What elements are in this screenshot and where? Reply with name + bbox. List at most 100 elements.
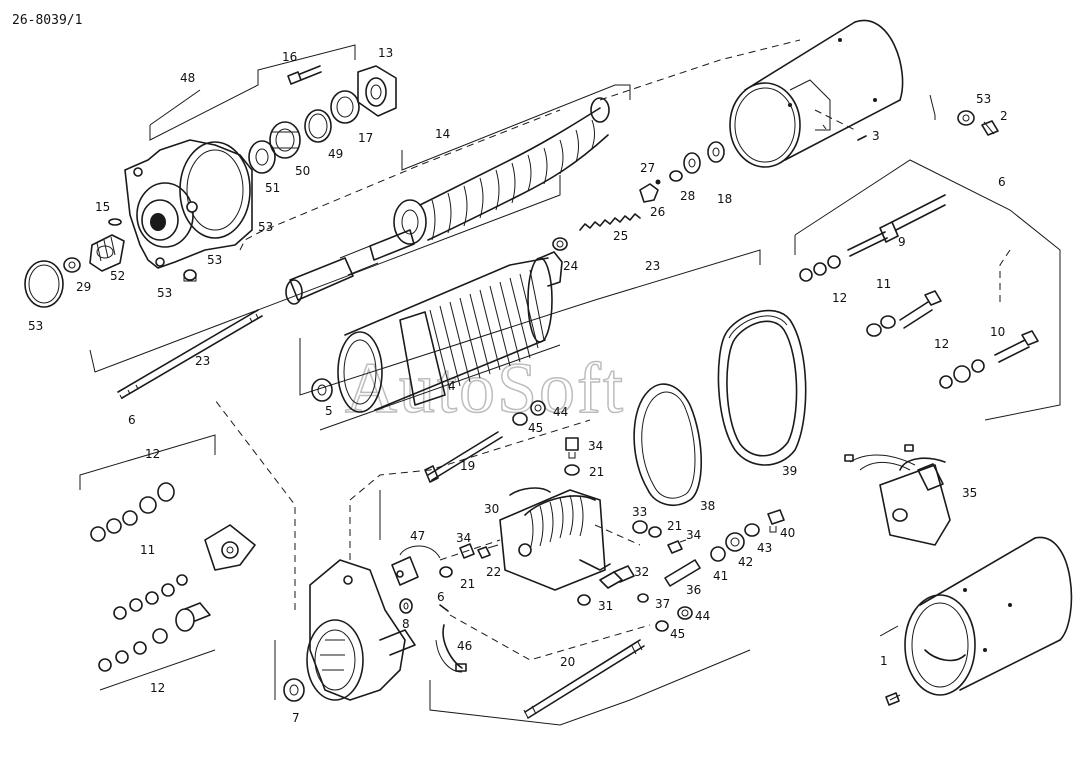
- assembly-guide-lines: [79, 39, 1061, 726]
- label-38: 38: [700, 499, 715, 513]
- wire-46: [435, 639, 463, 673]
- label-34: 34: [686, 528, 701, 542]
- bearing-5: [311, 378, 333, 402]
- label-13: 13: [378, 46, 393, 60]
- label-45: 45: [528, 421, 543, 435]
- bolt-16: [287, 65, 322, 85]
- label-12: 12: [145, 447, 160, 461]
- washers-12-right-upper: [799, 255, 841, 282]
- commutator-end-housing: [306, 559, 416, 701]
- label-19: 19: [460, 459, 475, 473]
- label-21: 21: [460, 577, 475, 591]
- nut-31: [577, 594, 591, 606]
- washer-45-lower: [655, 620, 669, 632]
- rod-19: [424, 431, 503, 483]
- pinion-52: [89, 234, 125, 272]
- screw-2: [981, 120, 999, 136]
- washer-21-left: [439, 566, 453, 578]
- label-22: 22: [486, 565, 501, 579]
- label-11: 11: [876, 277, 891, 291]
- label-31: 31: [598, 599, 613, 613]
- label-50: 50: [295, 164, 310, 178]
- label-48: 48: [180, 71, 195, 85]
- document-code: 26-8039/1: [12, 13, 82, 28]
- label-53: 53: [207, 253, 222, 267]
- label-53: 53: [258, 220, 273, 234]
- washer-41: [710, 546, 726, 562]
- label-26: 26: [650, 205, 665, 219]
- screw-22: [477, 544, 499, 559]
- pin-3: [857, 135, 867, 141]
- bearing-50: [269, 121, 301, 159]
- label-47: 47: [410, 529, 425, 543]
- label-53: 53: [157, 286, 172, 300]
- label-6: 6: [998, 175, 1006, 189]
- shaft-upper: [285, 229, 415, 305]
- label-29: 29: [76, 280, 91, 294]
- label-10: 10: [990, 325, 1005, 339]
- nut-44-upper: [530, 400, 546, 416]
- label-7: 7: [292, 711, 300, 725]
- washer-43: [744, 523, 760, 537]
- label-16: 16: [282, 50, 297, 64]
- label-39: 39: [782, 464, 797, 478]
- washer-33: [632, 520, 648, 534]
- cover-band-39: [717, 309, 807, 466]
- washers-11-left: [113, 574, 188, 620]
- label-52: 52: [110, 269, 125, 283]
- label-8: 8: [402, 617, 410, 631]
- solenoid-30: [499, 487, 611, 591]
- drive-end-housing-48: [124, 139, 253, 269]
- label-34: 34: [456, 531, 471, 545]
- screw-34-right: [667, 539, 687, 554]
- label-2: 2: [1000, 109, 1008, 123]
- label-12: 12: [832, 291, 847, 305]
- washers-12-right-lower: [939, 359, 985, 389]
- label-25: 25: [613, 229, 628, 243]
- label-5: 5: [325, 404, 333, 418]
- label-27: 27: [640, 161, 655, 175]
- screw-34-left: [459, 543, 475, 559]
- washer-28: [669, 170, 683, 182]
- tie-rod-20: [523, 639, 645, 719]
- label-53: 53: [976, 92, 991, 106]
- label-11: 11: [140, 543, 155, 557]
- nut-24: [552, 237, 568, 251]
- label-51: 51: [265, 181, 280, 195]
- terminal-11-right: [866, 290, 942, 337]
- screw-8: [399, 598, 413, 614]
- connector-47: [391, 545, 441, 586]
- label-42: 42: [738, 555, 753, 569]
- stud-36: [664, 559, 701, 587]
- yoke-housing-3: [729, 19, 904, 168]
- label-12: 12: [934, 337, 949, 351]
- bolt-10: [994, 330, 1039, 363]
- label-46: 46: [457, 639, 472, 653]
- washer-45-upper: [512, 412, 528, 426]
- label-33: 33: [632, 505, 647, 519]
- label-23: 23: [195, 354, 210, 368]
- o-ring-53: [24, 260, 64, 308]
- label-9: 9: [898, 235, 906, 249]
- label-30: 30: [484, 502, 499, 516]
- label-44: 44: [695, 609, 710, 623]
- ring-49: [304, 109, 332, 143]
- label-24: 24: [563, 259, 578, 273]
- gasket-38: [633, 383, 702, 506]
- armature-4: [337, 251, 563, 413]
- terminal-plate: [204, 524, 256, 571]
- bearing-51: [248, 140, 276, 174]
- label-28: 28: [680, 189, 695, 203]
- bolt-32: [599, 565, 635, 589]
- washers-18: [683, 141, 725, 174]
- plunger-26: [639, 183, 659, 203]
- washer-21-right: [648, 526, 662, 538]
- label-6: 6: [437, 590, 445, 604]
- nut-53-right: [957, 110, 975, 126]
- label-14: 14: [435, 127, 450, 141]
- label-49: 49: [328, 147, 343, 161]
- label-15: 15: [95, 200, 110, 214]
- label-20: 20: [560, 655, 575, 669]
- part-labels: 53 29 52 15 53 53 53 48 51 50 49 17 16 1…: [28, 46, 1008, 725]
